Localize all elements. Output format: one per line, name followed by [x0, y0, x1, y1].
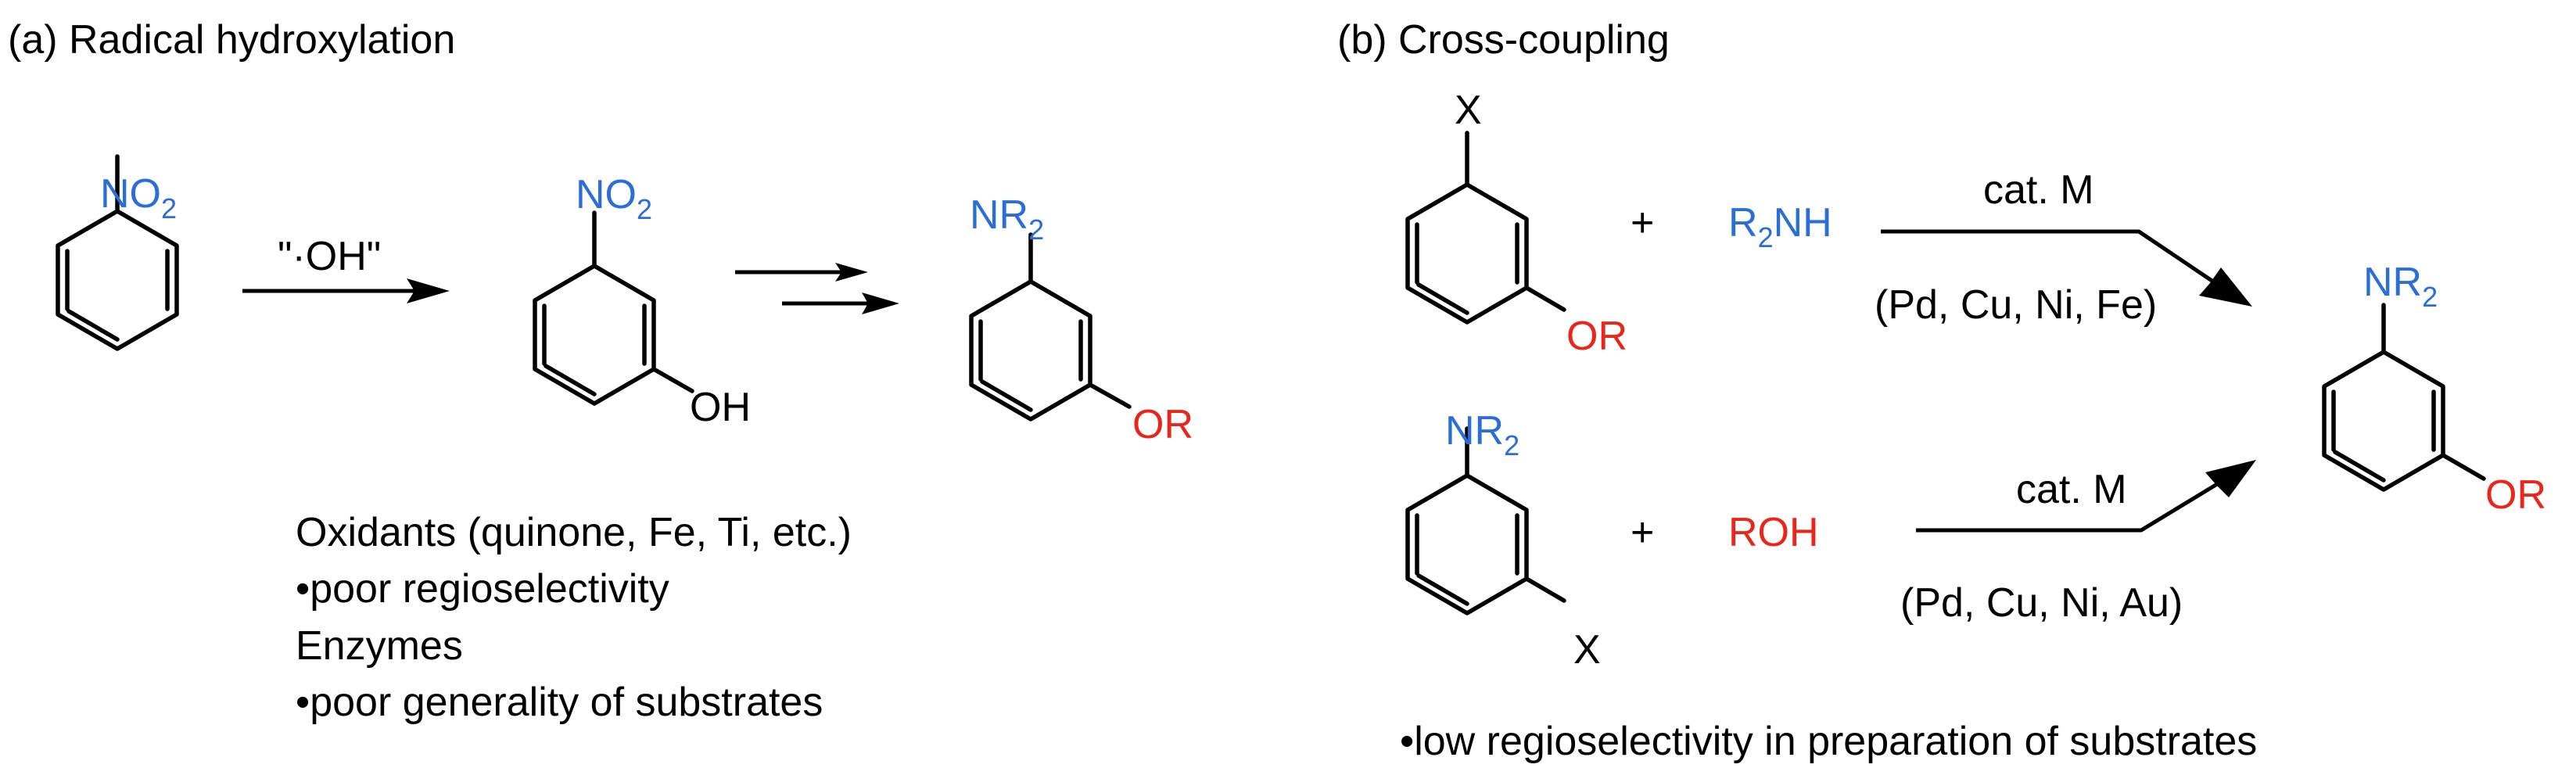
- amine-reagent: R2NH: [1728, 200, 1832, 253]
- panel-a: (a) Radical hydroxylation NO2 "·OH": [8, 17, 1193, 725]
- aryl-halide-ether-ring: [1405, 131, 1566, 325]
- nitrobenzene-molecule: NO2: [56, 154, 179, 351]
- nitrophenol-ring: [533, 210, 694, 406]
- amination-arrow: cat. M (Pd, Cu, Ni, Fe): [1875, 167, 2252, 328]
- alkoxyaniline-molecule: NR2 OR: [969, 192, 1193, 447]
- aryl-halide-ether-molecule: X OR: [1405, 88, 1627, 359]
- amine-label-product-b: NR2: [2363, 260, 2438, 313]
- metals-label-1: (Pd, Cu, Ni, Fe): [1875, 282, 2157, 328]
- note-enzymes: Enzymes: [296, 623, 463, 669]
- halide-label-1: X: [1455, 88, 1482, 133]
- note-poor-generality: •poor generality of substrates: [296, 680, 823, 725]
- panel-a-notes: Oxidants (quinone, Fe, Ti, etc.) •poor r…: [296, 510, 852, 725]
- panel-b-title: (b) Cross-coupling: [1337, 17, 1670, 63]
- amine-label-substrate: NR2: [1445, 408, 1519, 461]
- note-oxidants: Oxidants (quinone, Fe, Ti, etc.): [296, 510, 852, 555]
- alkoxyaniline-product-b-ring: [2322, 303, 2486, 492]
- alkoxyaniline-ring: [969, 232, 1132, 422]
- panel-a-title: (a) Radical hydroxylation: [8, 17, 455, 63]
- alkoxyaniline-product-b: NR2 OR: [2322, 260, 2546, 518]
- etherification-arrow: cat. M (Pd, Cu, Ni, Au): [1900, 460, 2256, 626]
- nitro-group-label: NO2: [100, 171, 177, 224]
- alkoxy-label-substrate: OR: [1566, 314, 1627, 359]
- nitrophenol-molecule: NO2 OH: [533, 172, 751, 430]
- catalyst-label-2: cat. M: [2016, 467, 2127, 512]
- haloaniline-ring: [1405, 426, 1566, 615]
- hydroxyl-group-label: OH: [690, 385, 751, 430]
- metals-label-2: (Pd, Cu, Ni, Au): [1900, 580, 2183, 626]
- plus-sign-1: +: [1631, 200, 1654, 246]
- multistep-arrows: [735, 263, 899, 314]
- alkoxy-group-label: OR: [1132, 402, 1193, 447]
- panel-b-note: •low regioselectivity in preparation of …: [1400, 719, 2257, 764]
- halide-label-2: X: [1573, 627, 1601, 673]
- amine-group-label: NR2: [970, 192, 1044, 246]
- hydroxyl-radical-reagent: "·OH": [278, 234, 381, 279]
- alkoxy-label-product-b: OR: [2485, 472, 2546, 518]
- haloaniline-molecule: NR2 X: [1405, 408, 1601, 673]
- nitrobenzene-ring: [56, 154, 179, 351]
- hydroxylation-arrow: "·OH": [242, 234, 450, 303]
- panel-b: (b) Cross-coupling X OR + R2NH cat. M (P…: [1337, 17, 2546, 764]
- alcohol-reagent: ROH: [1728, 510, 1819, 555]
- catalyst-label-1: cat. M: [1983, 167, 2094, 213]
- nitro-group-label-2: NO2: [576, 172, 652, 225]
- plus-sign-2: +: [1631, 510, 1654, 555]
- note-poor-regioselectivity: •poor regioselectivity: [296, 566, 669, 612]
